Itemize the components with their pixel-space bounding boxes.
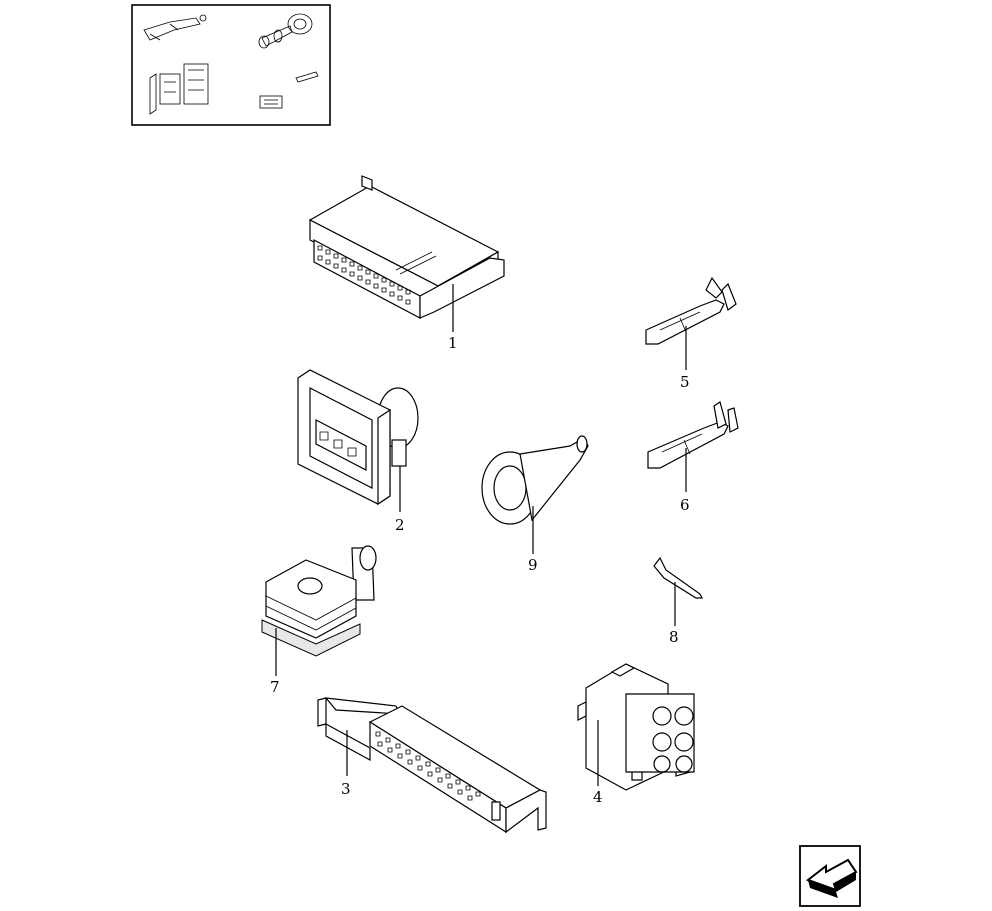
callout-8: 8 (669, 628, 679, 646)
part-8-pin[interactable] (653, 556, 703, 626)
part-4-six-way-connector[interactable] (577, 663, 695, 791)
thumbnail-overview[interactable] (131, 4, 331, 126)
part-5-terminal[interactable] (645, 276, 737, 370)
part-7-seal-cap[interactable] (261, 545, 377, 676)
callout-3: 3 (341, 780, 351, 798)
thumbnail-round-connector-icon (258, 13, 313, 49)
back-arrow-icon (805, 858, 858, 898)
part-1-multipin-connector[interactable] (308, 175, 505, 332)
callout-7: 7 (270, 678, 280, 696)
callout-2: 2 (395, 516, 405, 534)
callout-5: 5 (680, 373, 690, 391)
callout-1: 1 (448, 334, 458, 352)
part-3-long-connector[interactable] (317, 697, 547, 834)
thumbnail-terminal-icon (143, 14, 207, 41)
callout-4: 4 (593, 788, 603, 806)
back-arrow-button[interactable] (799, 845, 861, 907)
thumbnail-block-connector-icon (149, 63, 209, 115)
part-9-rubber-boot[interactable] (481, 435, 589, 554)
part-6-terminal[interactable] (647, 401, 739, 492)
thumbnail-small-parts-icon (259, 71, 319, 109)
callout-9: 9 (528, 556, 538, 574)
callout-6: 6 (680, 496, 690, 514)
part-2-square-connector[interactable] (297, 369, 419, 512)
